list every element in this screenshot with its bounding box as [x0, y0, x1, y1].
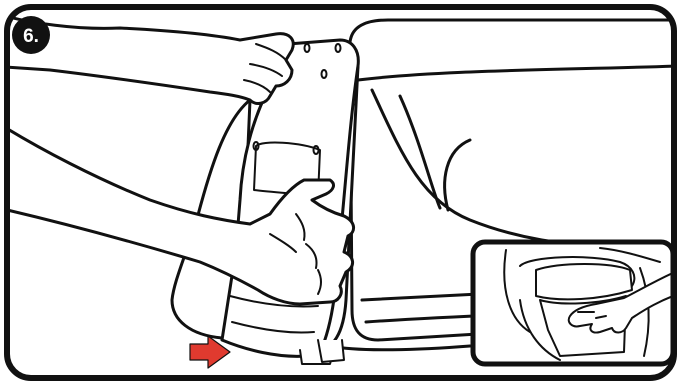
step-number: 6. [23, 26, 39, 47]
inset-seat-pad [536, 264, 632, 299]
step-badge: 6. [12, 16, 50, 54]
inset-panel [473, 242, 681, 364]
